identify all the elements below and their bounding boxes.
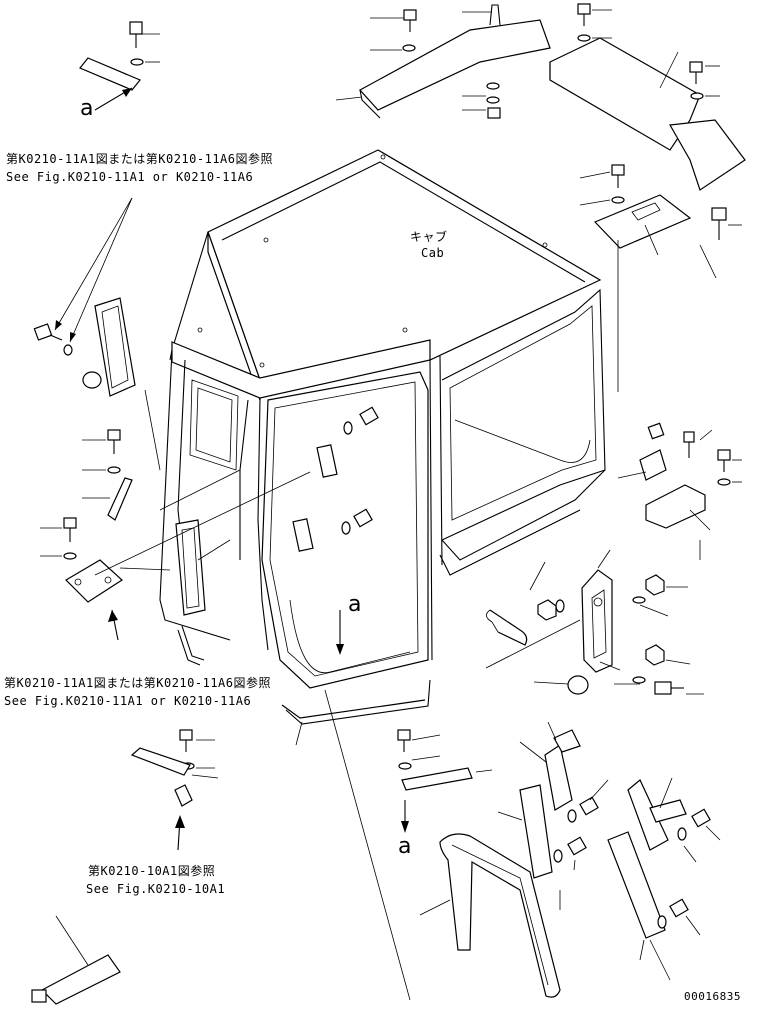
bottom-right-parts: [397, 721, 721, 998]
ref-bottom-en: See Fig.K0210-10A1: [86, 882, 226, 896]
left-side-parts: [33, 197, 311, 666]
ref-mid-jp: 第K0210-11A1図または第K0210-11A6図参照: [4, 676, 271, 690]
view-mark-bottom: a: [398, 834, 412, 859]
ref-top-jp: 第K0210-11A1図または第K0210-11A6図参照: [6, 152, 273, 166]
view-mark-top-left: a: [80, 96, 94, 121]
cab-label-jp: キャブ: [410, 230, 448, 244]
cab-label-en: Cab: [421, 246, 445, 260]
drawing-number: 00016835: [684, 990, 741, 1003]
bottom-left-parts: [31, 729, 219, 1005]
top-parts: [79, 3, 746, 392]
right-side-parts: [485, 422, 742, 695]
ref-mid-en: See Fig.K0210-11A1 or K0210-11A6: [4, 694, 252, 708]
ref-top-en: See Fig.K0210-11A1 or K0210-11A6: [6, 170, 254, 184]
ref-bottom-jp: 第K0210-10A1図参照: [88, 864, 216, 878]
door-parts: [281, 406, 431, 1001]
view-mark-cab-door: a: [348, 592, 362, 617]
